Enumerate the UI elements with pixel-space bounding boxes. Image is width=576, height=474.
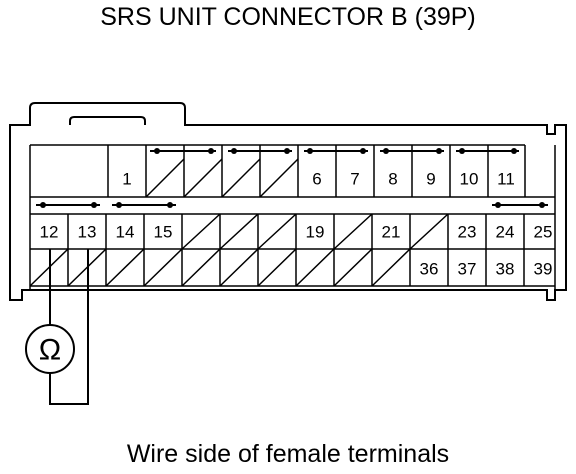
pin-8: 8	[388, 170, 397, 189]
pin-38: 38	[496, 260, 515, 279]
shorting-bars	[36, 148, 548, 208]
diagram-caption: Wire side of female terminals	[126, 440, 450, 468]
pin-25: 25	[534, 223, 553, 242]
pin-37: 37	[458, 260, 477, 279]
pin-1: 1	[122, 170, 131, 189]
pin-19: 19	[306, 223, 325, 242]
pin-labels: 1 6 7 8 9 10 11 12 13 14 15 19 21 23 24 …	[40, 170, 553, 279]
pin-6: 6	[312, 170, 321, 189]
pin-9: 9	[426, 170, 435, 189]
pin-39: 39	[534, 260, 553, 279]
ohmmeter-icon	[25, 324, 75, 374]
pin-7: 7	[350, 170, 359, 189]
pin-10: 10	[460, 170, 479, 189]
diagram-title: SRS UNIT CONNECTOR B (39P)	[100, 3, 476, 31]
pin-12: 12	[40, 223, 59, 242]
pin-15: 15	[154, 223, 173, 242]
pin-13: 13	[78, 223, 97, 242]
pin-21: 21	[382, 223, 401, 242]
pin-24: 24	[496, 223, 515, 242]
pin-11: 11	[497, 170, 515, 189]
pin-14: 14	[116, 223, 135, 242]
ohm-symbol: Ω	[39, 334, 61, 367]
pin-36: 36	[420, 260, 439, 279]
terminal-grid	[29, 144, 555, 287]
pin-23: 23	[458, 223, 477, 242]
connector-housing	[9, 102, 567, 301]
ohmmeter-leads: Ω	[25, 249, 89, 405]
